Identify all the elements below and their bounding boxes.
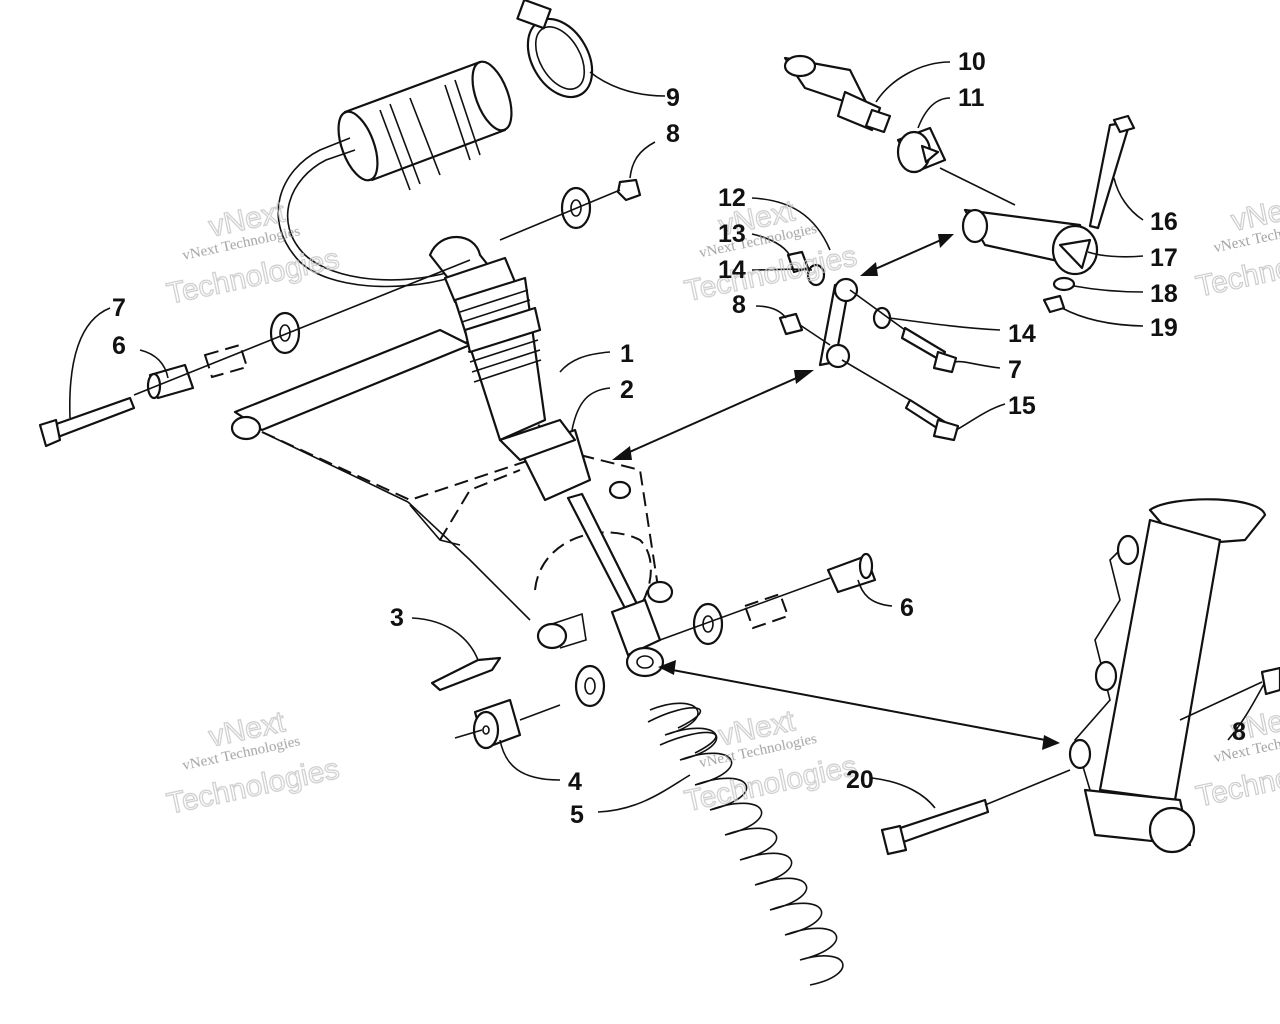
callout-2: 2	[620, 376, 634, 404]
watermark-group: vNext vNext Technologies Technologies vN…	[163, 189, 1280, 822]
a-arm-frame	[230, 328, 674, 650]
reservoir-assembly	[277, 0, 594, 288]
callout-18: 18	[1150, 280, 1178, 308]
callout-14: 14	[1008, 320, 1036, 348]
callout-8: 8	[732, 291, 746, 319]
callout-12: 12	[718, 184, 746, 212]
callout-8: 8	[1232, 718, 1246, 746]
callout-6: 6	[900, 594, 914, 622]
callout-17: 17	[1150, 244, 1178, 272]
callout-1: 1	[620, 340, 634, 368]
callout-labels: 1 2 3 4 5 6 6 7 7 8 8 8 9 10 11 12 13 14…	[112, 48, 1246, 829]
callout-7: 7	[112, 294, 126, 322]
callout-7: 7	[1008, 356, 1022, 384]
callout-8: 8	[666, 120, 680, 148]
callout-16: 16	[1150, 208, 1178, 236]
shock-absorber	[428, 235, 665, 678]
spindle	[880, 498, 1280, 856]
callout-11: 11	[958, 84, 985, 112]
callout-5: 5	[570, 801, 584, 829]
coil-spring	[647, 702, 844, 986]
callout-9: 9	[666, 84, 680, 112]
callout-14: 14	[718, 256, 746, 284]
callout-10: 10	[958, 48, 986, 76]
linkage-assembly	[778, 54, 1136, 442]
leader-lines	[68, 61, 1265, 813]
callout-4: 4	[568, 768, 582, 796]
callout-6: 6	[112, 332, 126, 360]
callout-15: 15	[1008, 392, 1036, 420]
callout-3: 3	[390, 604, 404, 632]
lower-left-parts	[430, 552, 877, 750]
callout-13: 13	[718, 220, 746, 248]
callout-20: 20	[846, 766, 874, 794]
left-hardware	[38, 178, 642, 448]
callout-19: 19	[1150, 314, 1178, 342]
alignment-arrows	[612, 234, 1060, 750]
